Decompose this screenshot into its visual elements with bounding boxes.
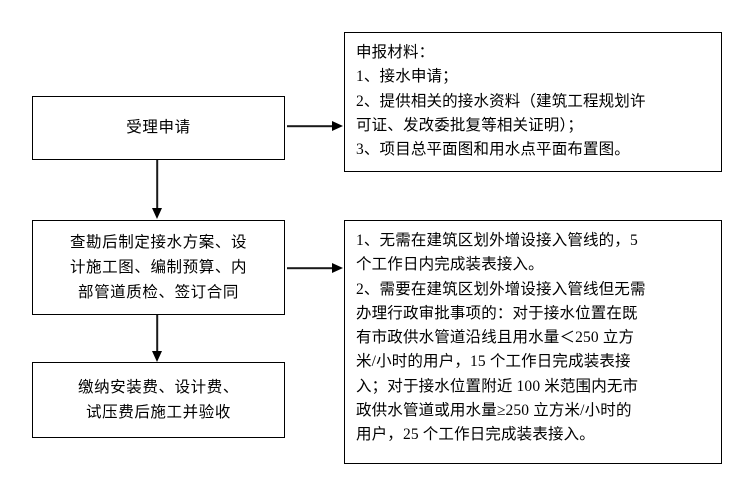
- process-box-payment-and-construction-label: 缴纳安装费、设计费、 试压费后施工并验收: [77, 378, 239, 421]
- arrow-step2-to-note2: [287, 262, 343, 274]
- arrow-head: [332, 263, 343, 273]
- arrow-head: [152, 351, 162, 362]
- process-box-accept-application-label: 受理申请: [126, 119, 191, 137]
- arrow-shaft: [156, 160, 158, 209]
- arrow-shaft: [287, 267, 333, 269]
- process-box-survey-and-plan[interactable]: 查勘后制定接水方案、设 计施工图、编制预算、内 部管道质检、签订合同: [32, 220, 285, 315]
- arrow-step1-to-step2: [151, 160, 163, 219]
- process-box-payment-and-construction[interactable]: 缴纳安装费、设计费、 试压费后施工并验收: [32, 362, 285, 438]
- arrow-shaft: [156, 315, 158, 352]
- arrow-shaft: [287, 125, 333, 127]
- note-box-application-materials-text: 申报材料： 1、接水申请； 2、提供相关的接水资料（建筑工程规划许 可证、发改委…: [356, 44, 646, 158]
- arrow-step2-to-step3: [151, 315, 163, 362]
- note-box-application-materials[interactable]: 申报材料： 1、接水申请； 2、提供相关的接水资料（建筑工程规划许 可证、发改委…: [344, 32, 722, 172]
- process-box-accept-application[interactable]: 受理申请: [32, 96, 285, 160]
- note-box-processing-timeframe[interactable]: 1、无需在建筑区划外增设接入管线的，5 个工作日内完成装表接入。 2、需要在建筑…: [344, 220, 722, 464]
- arrow-head: [332, 121, 343, 131]
- process-box-survey-and-plan-label: 查勘后制定接水方案、设 计施工图、编制预算、内 部管道质检、签订合同: [69, 233, 248, 302]
- arrow-step1-to-note1: [287, 120, 343, 132]
- note-box-processing-timeframe-text: 1、无需在建筑区划外增设接入管线的，5 个工作日内完成装表接入。 2、需要在建筑…: [356, 232, 646, 443]
- arrow-head: [152, 208, 162, 219]
